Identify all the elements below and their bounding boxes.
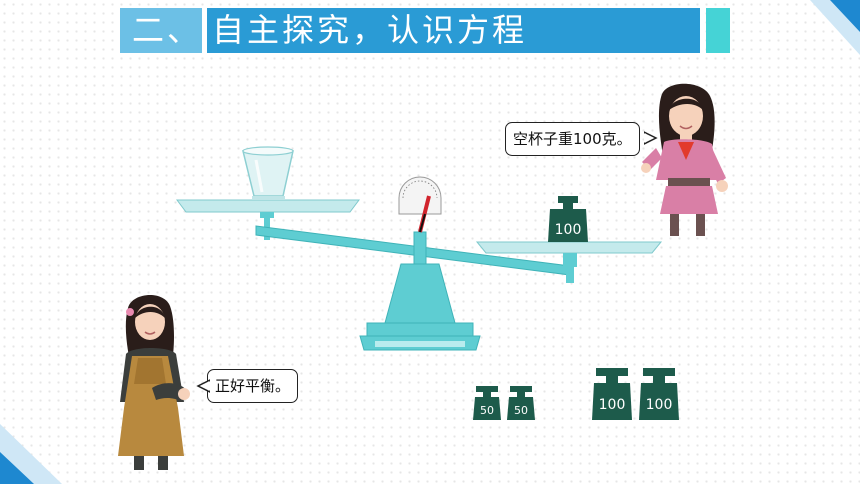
speech-text-left: 正好平衡。 — [215, 377, 291, 395]
corner-decoration-bottom-left — [0, 424, 62, 484]
title-bar — [120, 8, 700, 53]
title-separator — [202, 8, 207, 53]
weight-100-b: 100 — [639, 368, 679, 420]
speech-tail-left — [196, 379, 210, 393]
weight-50-b: 50 — [507, 386, 535, 420]
right-pan — [475, 241, 663, 283]
weight-label: 100 — [599, 397, 626, 413]
weight-label: 100 — [555, 222, 582, 238]
title-end-block — [706, 8, 730, 53]
page-title: 自主探究，认识方程 — [212, 11, 528, 49]
girl-left-illustration — [118, 294, 190, 470]
weight-label: 50 — [480, 404, 494, 417]
section-number-box — [120, 8, 202, 53]
scale-base — [359, 231, 481, 351]
weight-label: 50 — [514, 404, 528, 417]
weight-50-a: 50 — [473, 386, 501, 420]
weight-100-on-scale: 100 — [548, 196, 588, 242]
girl-right-illustration — [641, 83, 728, 236]
cup-icon — [242, 146, 294, 200]
speech-tail-right — [644, 131, 658, 145]
balance-scale — [176, 146, 663, 351]
weight-100-a: 100 — [592, 368, 632, 420]
scale-gauge-icon — [398, 176, 442, 233]
section-number: 二、 — [132, 11, 203, 49]
speech-text-right: 空杯子重100克。 — [513, 130, 632, 148]
corner-decoration-top-right — [810, 0, 860, 55]
weight-label: 100 — [646, 397, 673, 413]
speech-bubble-right: 空杯子重100克。 — [505, 122, 640, 156]
speech-bubble-left: 正好平衡。 — [207, 369, 299, 403]
